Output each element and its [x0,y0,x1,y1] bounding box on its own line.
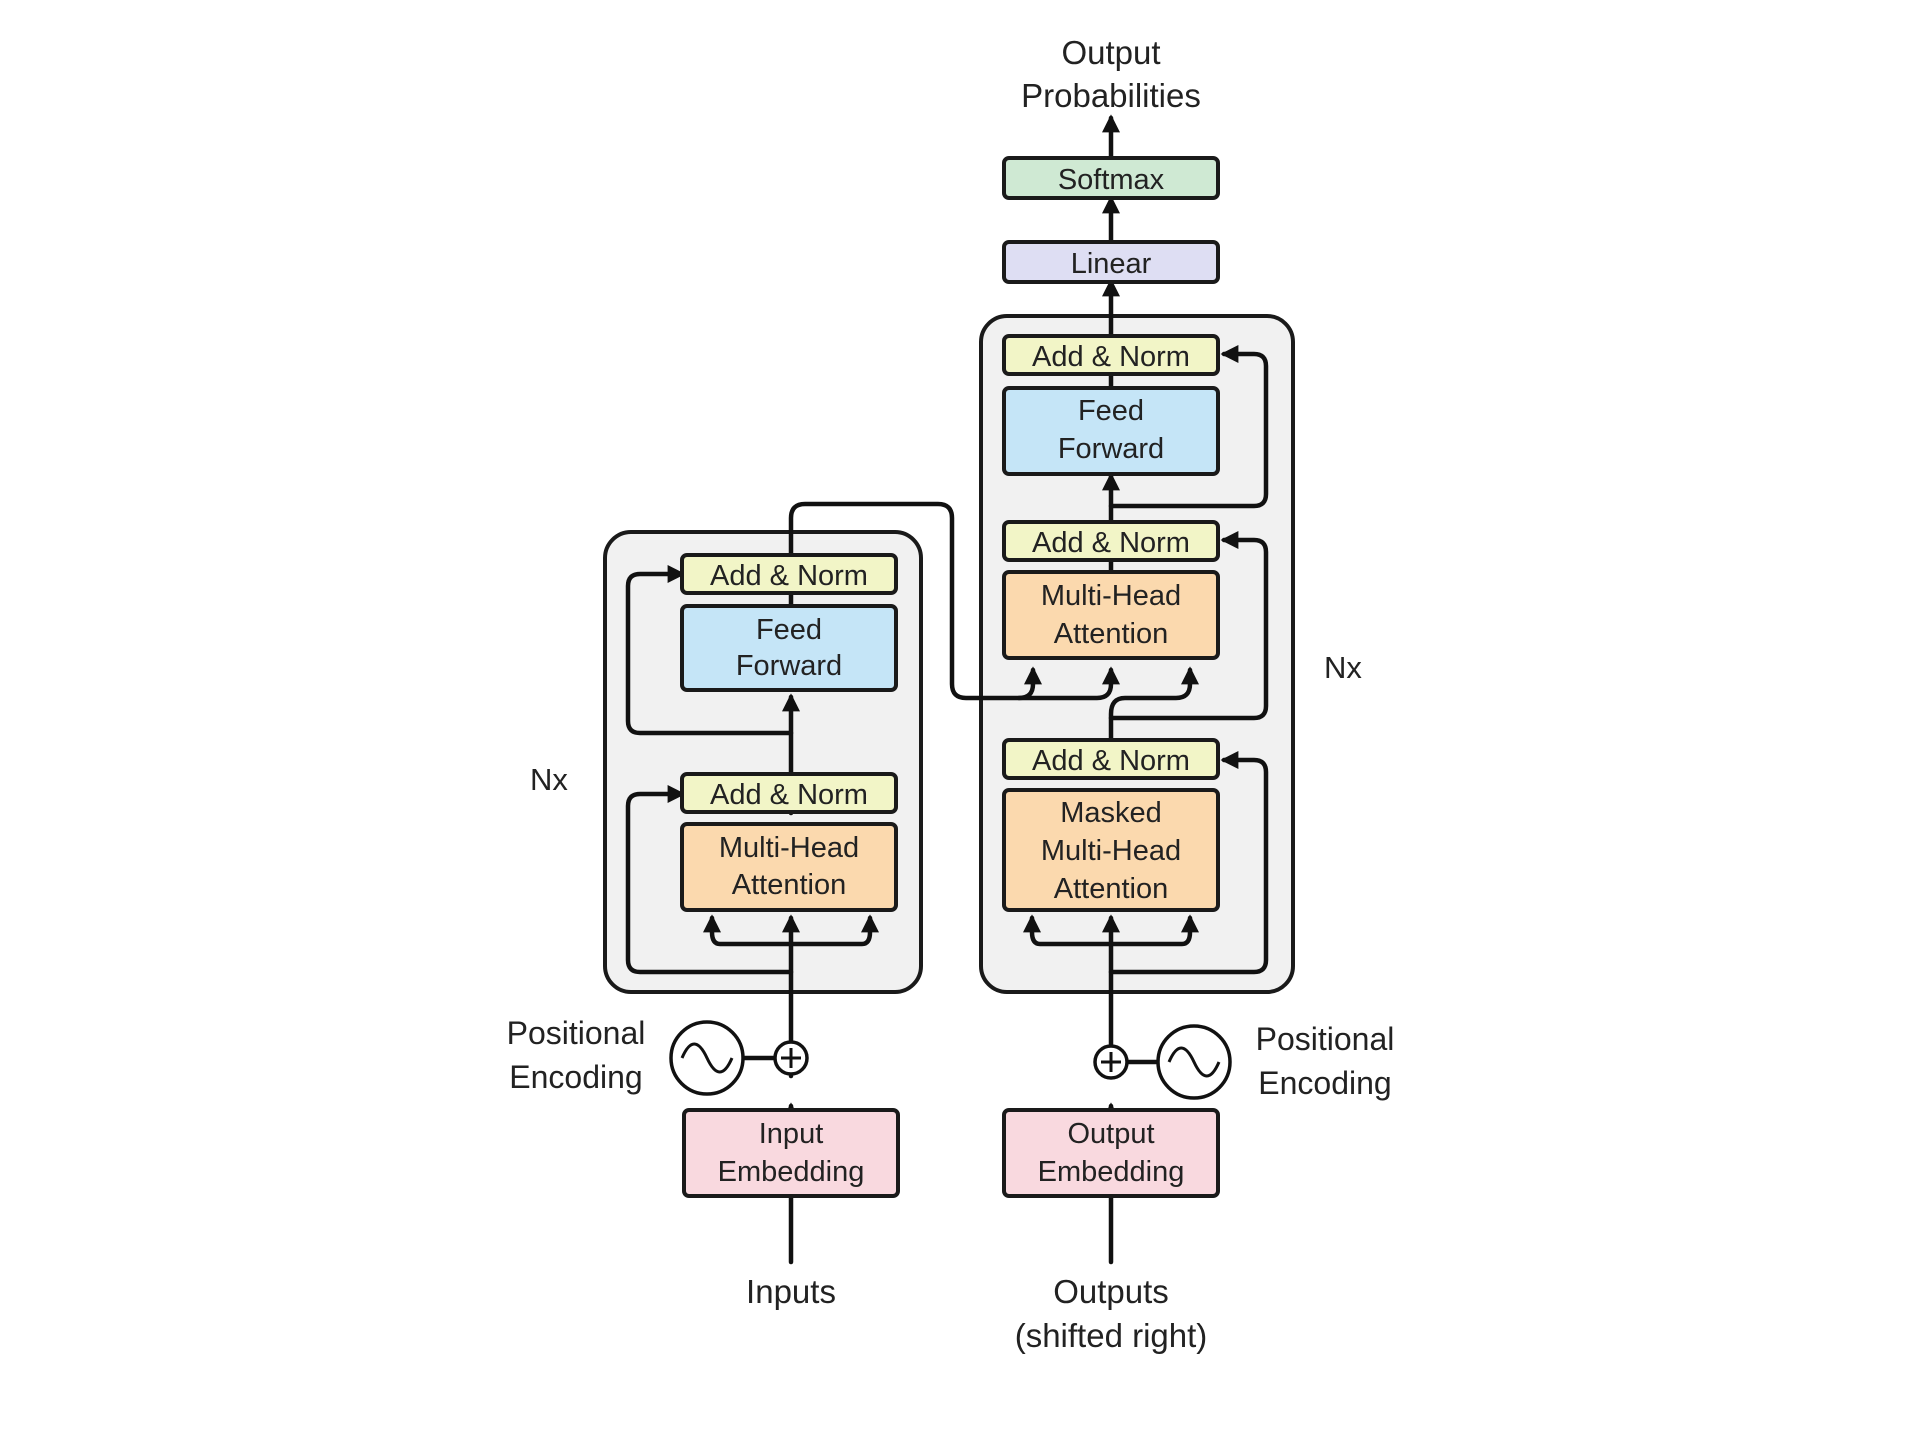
decoder-attention-label-line2: Attention [1054,618,1168,650]
encoder-positional-label-line1: Positional [507,1015,646,1051]
masked-attention-label-line2: Multi-Head [1041,835,1181,867]
softmax-label: Softmax [1058,164,1165,196]
decoder-positional-label-line1: Positional [1256,1021,1395,1057]
encoder-attention-label-line2: Attention [732,869,846,901]
encoder-multi-head-attention [680,822,898,912]
input-embedding-label-line1: Input [759,1118,824,1150]
decoder-feed-forward-label-line1: Feed [1078,395,1144,427]
encoder-add-norm-top [680,553,898,595]
decoder-multi-head-attention [1002,570,1220,660]
inputs-label: Inputs [746,1273,836,1310]
masked-attention-label-line1: Masked [1060,797,1162,829]
linear-label: Linear [1071,248,1152,280]
output-embedding-label-line1: Output [1067,1118,1154,1150]
decoder-feed-forward-label-line2: Forward [1058,433,1164,465]
encoder-feed-forward-label-line2: Forward [736,650,842,682]
encoder-add-norm-top-label: Add & Norm [710,560,868,592]
outputs-label-line2: (shifted right) [1015,1317,1208,1354]
encoder-positional-label-line2: Encoding [509,1059,642,1095]
encoder-stack [603,530,923,994]
encoder-add-norm-bottom [680,772,898,814]
decoder-add-norm-bottom-label: Add & Norm [1032,745,1190,777]
decoder-feed-forward [1002,386,1220,476]
input-embedding-label-line2: Embedding [718,1156,865,1188]
decoder-add-norm-top-label: Add & Norm [1032,341,1190,373]
decoder-wires [1023,114,1269,1265]
decoder-add-norm-mid-label: Add & Norm [1032,527,1190,559]
outputs-label-line1: Outputs [1053,1273,1169,1310]
decoder-repeat-label: Nx [1324,650,1362,685]
decoder-add-norm-mid [1002,520,1220,562]
linear-box [1002,240,1220,284]
output-embedding [1002,1108,1220,1198]
decoder-add-norm-bottom [1002,738,1220,780]
input-embedding [682,1108,900,1198]
softmax-box [1002,156,1220,200]
encoder-feed-forward-label-line1: Feed [756,614,822,646]
output-probabilities-line1: Output [1061,34,1160,71]
encoder-attention-label-line1: Multi-Head [719,832,859,864]
decoder-attention-label-line1: Multi-Head [1041,580,1181,612]
encoder-add-norm-bottom-label: Add & Norm [710,779,868,811]
decoder-add-norm-top [1002,334,1220,376]
output-embedding-label-line2: Embedding [1038,1156,1185,1188]
decoder-masked-attention [1002,788,1220,912]
encoder-repeat-label: Nx [530,762,568,797]
masked-attention-label-line3: Attention [1054,873,1168,905]
output-probabilities-line2: Probabilities [1021,77,1201,114]
encoder-wires [625,501,1120,1265]
encoder-feed-forward [680,604,898,692]
decoder-positional-label-line2: Encoding [1258,1065,1391,1101]
